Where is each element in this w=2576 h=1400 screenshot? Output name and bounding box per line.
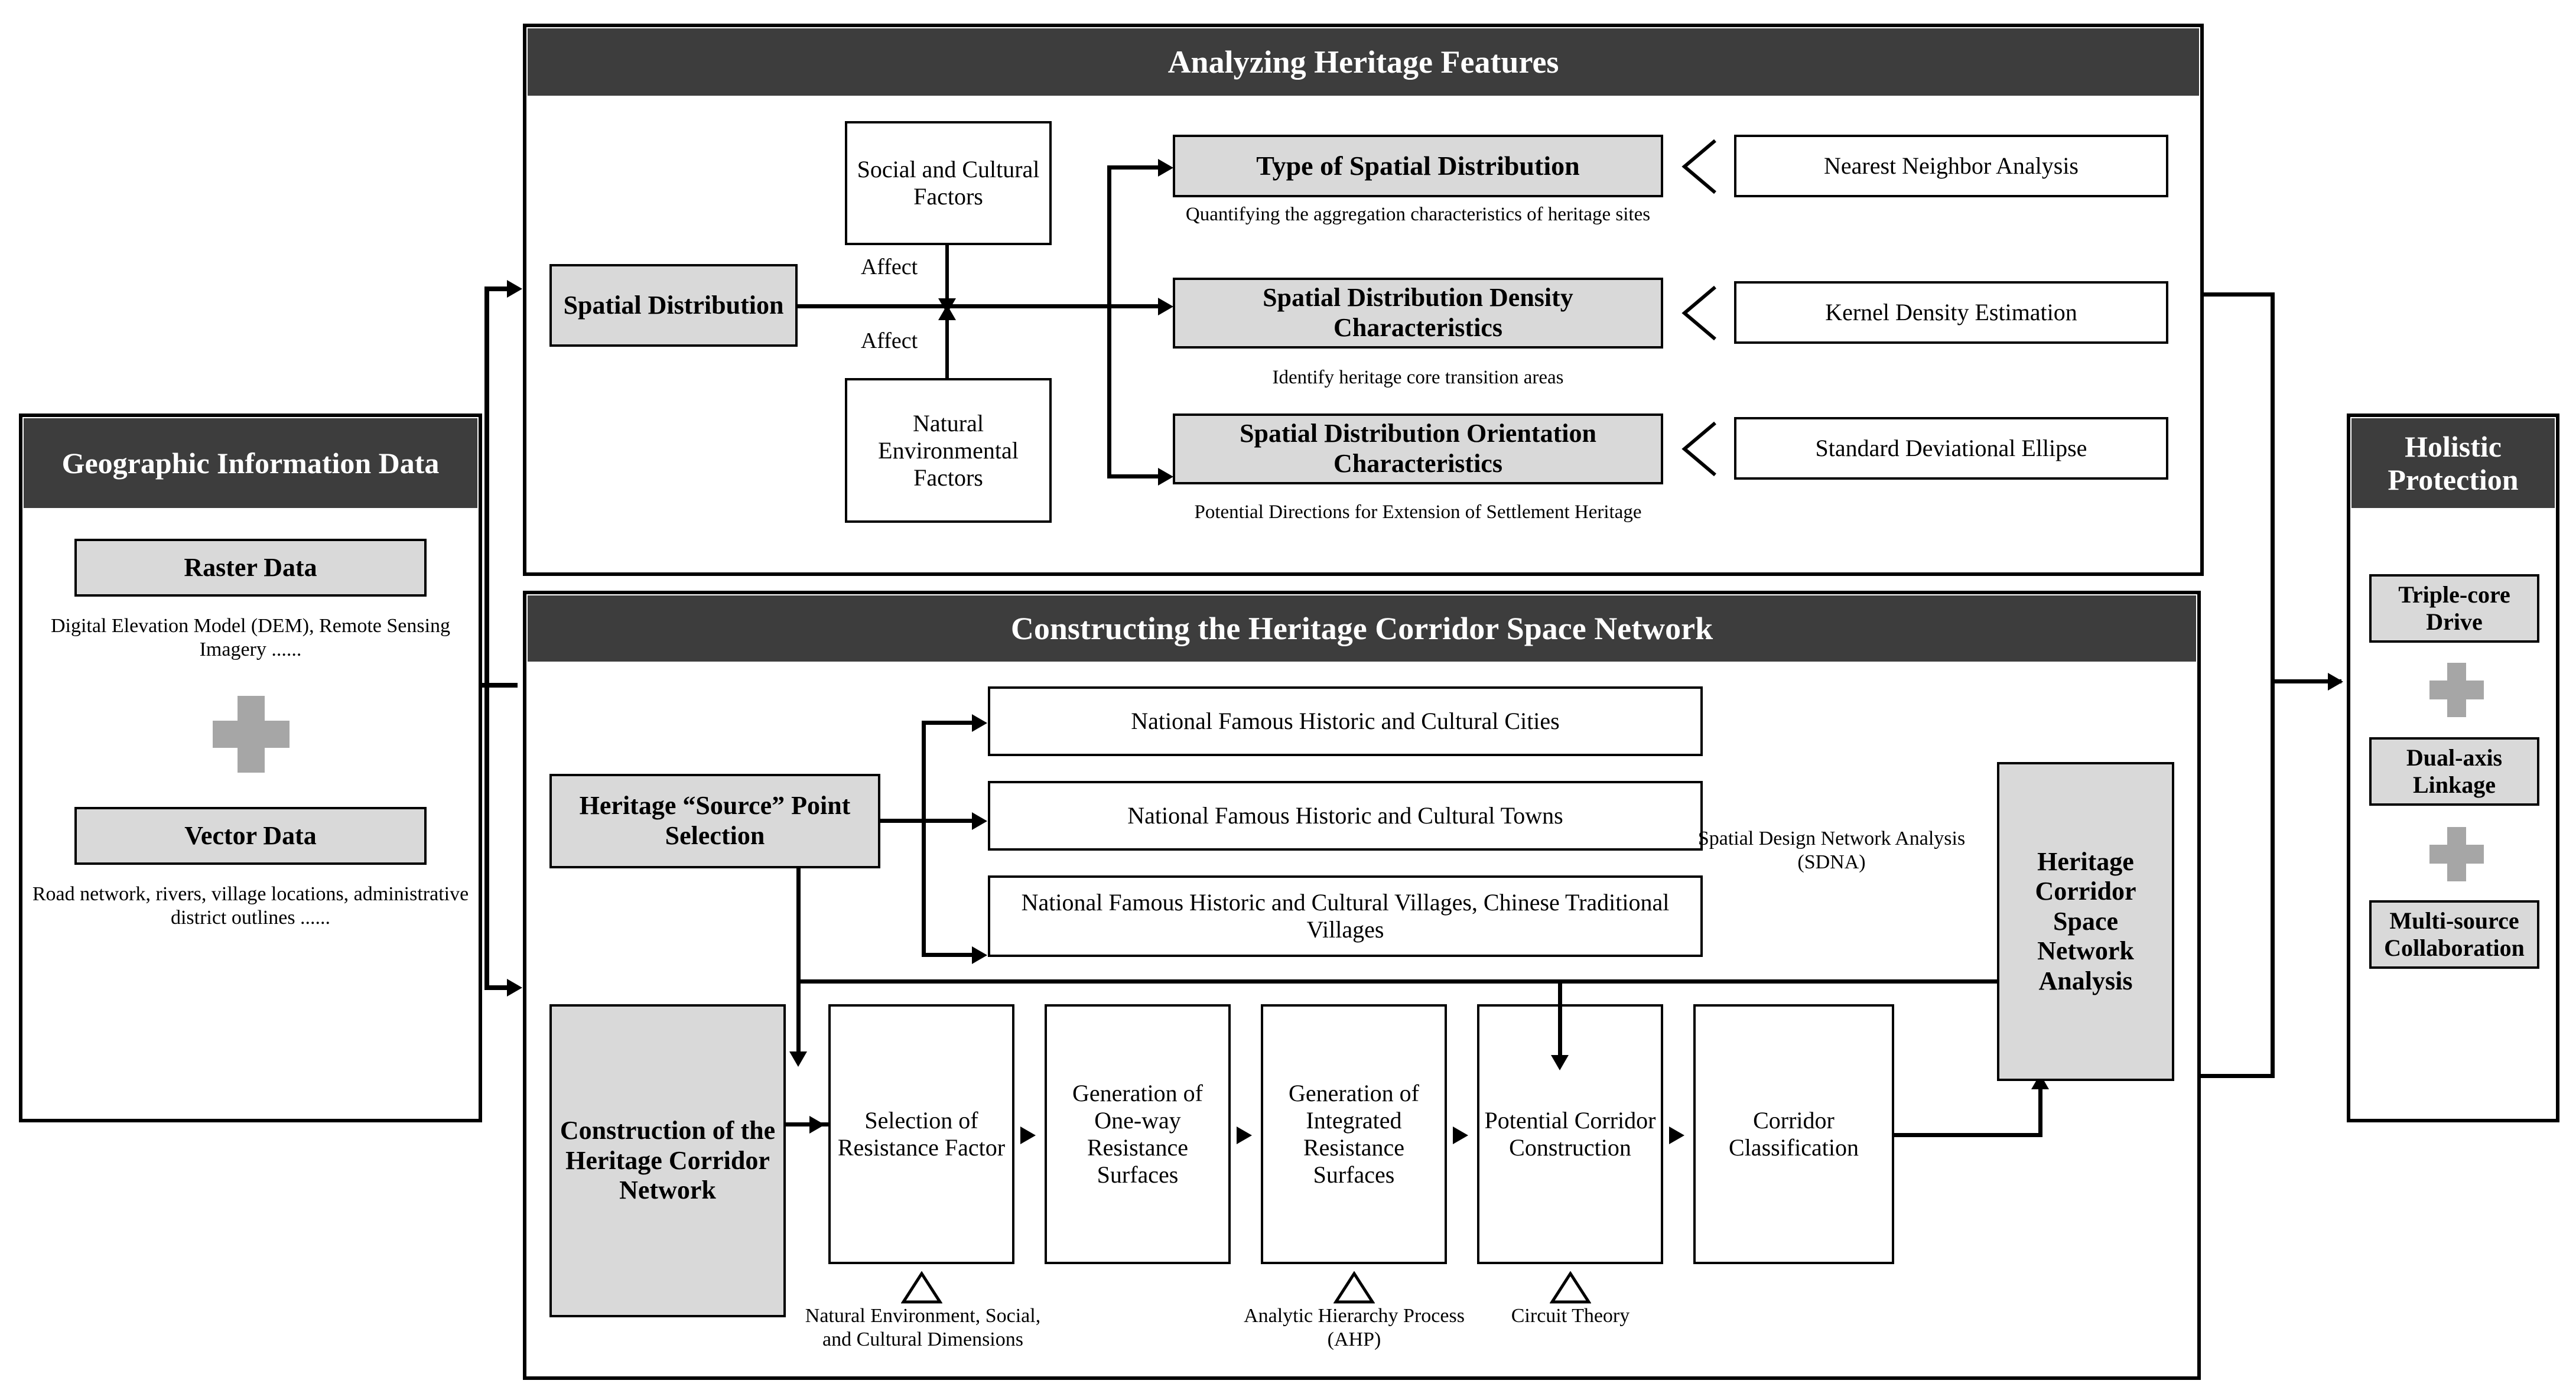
- analyzing-heritage-features-title: Analyzing Heritage Features: [528, 28, 2199, 96]
- outcome1-arrow: [1158, 159, 1173, 177]
- source-branch-2-arrow: [972, 812, 987, 830]
- output-collector-vertical: [2271, 292, 2275, 1078]
- source-branch-3-arrow: [972, 946, 987, 964]
- step3-method-caption: Analytic Hierarchy Process (AHP): [1244, 1305, 1465, 1351]
- spatial-distribution-orientation-caption: Potential Directions for Extension of Se…: [1194, 502, 1642, 523]
- social-cultural-factors-box[interactable]: Social and Cultural Factors: [845, 121, 1052, 245]
- outcome2-branch: [1107, 304, 1166, 308]
- heritage-source-point-selection-box[interactable]: Heritage “Source” Point Selection: [549, 774, 880, 868]
- source-down-line: [796, 868, 801, 1057]
- classification-feed-horizontal: [1894, 1133, 2042, 1137]
- type-of-spatial-distribution-box[interactable]: Type of Spatial Distribution: [1173, 135, 1663, 197]
- outcome2-arrow: [1158, 298, 1173, 315]
- raster-data-caption: Digital Elevation Model (DEM), Remote Se…: [50, 615, 451, 661]
- spatial-distribution-density-caption: Identify heritage core transition areas: [1272, 367, 1564, 388]
- nearest-neighbor-analysis-box[interactable]: Nearest Neighbor Analysis: [1734, 135, 2168, 197]
- left-feeder-horizontal: [482, 683, 518, 688]
- affect-label-top: Affect: [860, 255, 918, 279]
- source-fan-vertical: [922, 721, 926, 957]
- dual-axis-linkage-box[interactable]: Dual-axis Linkage: [2369, 737, 2539, 806]
- sdna-label: Spatial Design Network Analysis (SDNA): [1697, 828, 1966, 874]
- affect-down-line: [945, 245, 949, 304]
- left-feeder-top-stub: [484, 286, 514, 291]
- step1-to-step2-arrow: [1020, 1126, 1036, 1144]
- triple-core-drive-box[interactable]: Triple-core Drive: [2369, 574, 2539, 643]
- method-link-icon-2: [1681, 284, 1718, 343]
- source-down-arrow: [789, 1051, 807, 1067]
- spatial-distribution-density-box[interactable]: Spatial Distribution Density Characteris…: [1173, 278, 1663, 349]
- step-potential-corridor-construction-box[interactable]: Potential Corridor Construction: [1477, 1004, 1663, 1264]
- affect-up-line: [945, 307, 949, 378]
- integrated-drop-arrow: [1551, 1055, 1569, 1070]
- step4-to-step5-arrow: [1669, 1126, 1684, 1144]
- step1-method-caption: Natural Environment, Social, and Cultura…: [805, 1305, 1041, 1351]
- source-fan-horizontal: [880, 819, 975, 823]
- constructing-heritage-corridor-title: Constructing the Heritage Corridor Space…: [528, 595, 2196, 662]
- integrated-drop-line: [1558, 984, 1562, 1060]
- vector-data-box[interactable]: Vector Data: [74, 807, 427, 865]
- output-collector-arrow: [2328, 673, 2343, 691]
- step-selection-resistance-factor-box[interactable]: Selection of Resistance Factor: [828, 1004, 1014, 1264]
- heritage-corridor-space-network-analysis-box[interactable]: Heritage Corridor Space Network Analysis: [1997, 762, 2174, 1081]
- source-branch-1: [922, 721, 981, 725]
- outcome3-arrow: [1158, 468, 1173, 486]
- left-feeder-bottom-arrow: [507, 979, 522, 997]
- raster-data-box[interactable]: Raster Data: [74, 539, 427, 597]
- source-towns-box[interactable]: National Famous Historic and Cultural To…: [988, 781, 1703, 851]
- method-marker-icon-2: [1333, 1271, 1375, 1304]
- vector-data-caption: Road network, rivers, village locations,…: [32, 883, 469, 929]
- left-feeder-bottom-stub: [484, 985, 514, 990]
- step-corridor-classification-box[interactable]: Corridor Classification: [1693, 1004, 1894, 1264]
- method-link-icon-3: [1681, 419, 1718, 478]
- output-collector-bottom: [2201, 1074, 2275, 1078]
- source-branch-1-arrow: [972, 714, 987, 732]
- left-feeder-vertical: [484, 286, 489, 989]
- method-link-icon-1: [1681, 137, 1718, 196]
- source-cities-box[interactable]: National Famous Historic and Cultural Ci…: [988, 686, 1703, 756]
- output-collector-to-holistic: [2271, 679, 2341, 683]
- source-branch-3: [922, 953, 981, 957]
- plus-icon: [213, 696, 290, 773]
- affect-label-bottom: Affect: [860, 328, 918, 353]
- outcome1-branch: [1107, 165, 1166, 170]
- outcome-spine-horizontal: [798, 304, 1111, 308]
- method-marker-icon-3: [1550, 1271, 1591, 1304]
- spatial-distribution-box[interactable]: Spatial Distribution: [549, 264, 798, 347]
- kernel-density-estimation-box[interactable]: Kernel Density Estimation: [1734, 281, 2168, 344]
- geographic-information-data-title: Geographic Information Data: [24, 418, 477, 508]
- construction-heritage-corridor-network-box[interactable]: Construction of the Heritage Corridor Ne…: [549, 1004, 786, 1317]
- network-to-step1-arrow: [809, 1116, 825, 1134]
- standard-deviational-ellipse-box[interactable]: Standard Deviational Ellipse: [1734, 417, 2168, 480]
- output-collector-top: [2204, 292, 2275, 297]
- step-one-way-resistance-surfaces-box[interactable]: Generation of One-way Resistance Surface…: [1045, 1004, 1231, 1264]
- plus-icon-1: [2429, 663, 2484, 717]
- outcome-spine-vertical: [1107, 165, 1111, 478]
- multi-source-collaboration-box[interactable]: Multi-source Collaboration: [2369, 900, 2539, 969]
- method-marker-icon-1: [901, 1271, 942, 1304]
- step4-method-caption: Circuit Theory: [1511, 1305, 1630, 1327]
- step3-to-step4-arrow: [1453, 1126, 1468, 1144]
- type-of-spatial-distribution-caption: Quantifying the aggregation characterist…: [1185, 204, 1651, 225]
- classification-feed-vertical: [2038, 1087, 2042, 1137]
- sdna-feed-line: [798, 979, 2044, 984]
- step2-to-step3-arrow: [1237, 1126, 1252, 1144]
- natural-environmental-factors-box[interactable]: Natural Environmental Factors: [845, 378, 1052, 523]
- outcome3-branch: [1107, 474, 1166, 478]
- plus-icon-2: [2429, 827, 2484, 881]
- left-feeder-top-arrow: [507, 280, 522, 298]
- network-to-step1-line: [786, 1122, 830, 1126]
- spatial-distribution-orientation-box[interactable]: Spatial Distribution Orientation Charact…: [1173, 414, 1663, 484]
- holistic-protection-title: Holistic Protection: [2351, 418, 2555, 508]
- step-integrated-resistance-surfaces-box[interactable]: Generation of Integrated Resistance Surf…: [1261, 1004, 1447, 1264]
- source-villages-box[interactable]: National Famous Historic and Cultural Vi…: [988, 875, 1703, 957]
